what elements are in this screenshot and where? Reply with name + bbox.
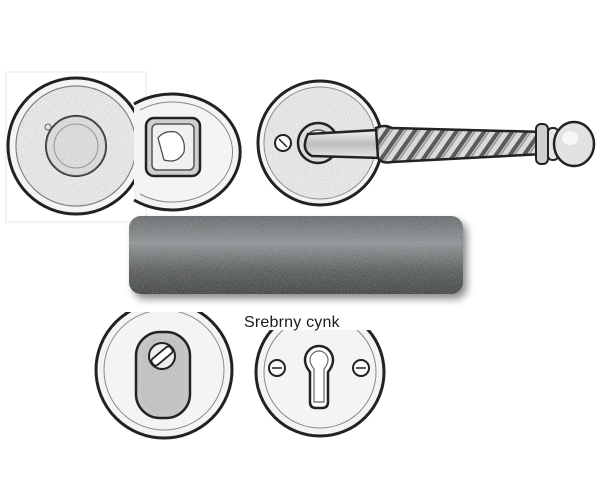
round-rosette-with-turn-knob-icon — [5, 71, 147, 223]
turn-snib-rosette-icon — [94, 312, 234, 440]
finish-name-label: Srebrny cynk — [244, 314, 340, 331]
euro-cylinder-keyhole-rosette-icon — [254, 330, 386, 438]
privacy-bolt-rosette-icon — [133, 92, 242, 212]
finish-swatch — [129, 216, 463, 294]
twisted-lever-handle-on-rosette-icon — [256, 79, 596, 207]
